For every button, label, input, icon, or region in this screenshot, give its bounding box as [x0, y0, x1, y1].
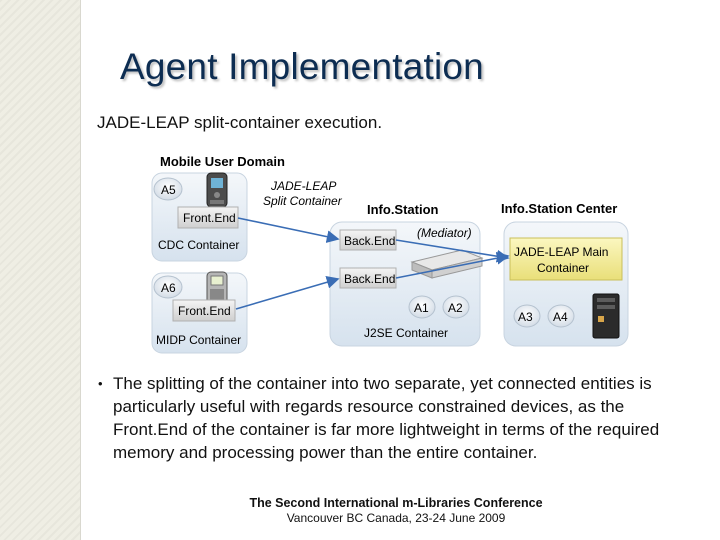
- slide-title: Agent Implementation: [120, 46, 484, 87]
- backend1-main-arrow: [395, 239, 510, 263]
- cdc-container: A5 Front.End CDC Container: [151, 172, 248, 262]
- info-station-label: Info.Station: [367, 202, 439, 217]
- j2se-container-label: J2SE Container: [364, 326, 448, 340]
- slide-subtitle: JADE-LEAP split-container execution.: [97, 113, 383, 132]
- backend-2-label: Back.End: [344, 272, 395, 286]
- decorative-sidebar: [0, 0, 80, 540]
- mobile-phone-icon: [206, 172, 228, 208]
- info-station-center-label: Info.Station Center: [501, 201, 617, 216]
- backend2-main-arrow: [395, 251, 510, 279]
- sidebar-divider: [80, 0, 81, 540]
- mediator-label: (Mediator): [417, 226, 472, 240]
- main-container-label-2: Container: [537, 261, 589, 275]
- mobile-phone-icon: [206, 271, 228, 305]
- frontend2-backend2-arrow: [235, 276, 340, 310]
- split-container-label-2: Split Container: [263, 194, 343, 208]
- split-container-label-1: JADE-LEAP: [270, 179, 336, 193]
- agent-a6-label: A6: [161, 281, 176, 295]
- agent-a1-label: A1: [414, 301, 429, 315]
- agent-a2-label: A2: [448, 301, 463, 315]
- frontend1-backend1-arrow: [237, 217, 340, 243]
- footer-conference-text: The Second International m-Libraries Con…: [249, 496, 543, 510]
- footer-conference: The Second International m-Libraries Con…: [0, 496, 720, 510]
- bullet-text: The splitting of the container into two …: [113, 374, 660, 462]
- midp-container-label: MIDP Container: [156, 333, 241, 347]
- main-container: JADE-LEAP Main Container A3 A4: [503, 221, 629, 347]
- server-tower-icon: [592, 293, 620, 339]
- agent-a4-label: A4: [553, 310, 568, 324]
- backend-1-label: Back.End: [344, 234, 395, 248]
- bullet-marker: •: [98, 376, 103, 391]
- frontend-2-label: Front.End: [178, 304, 231, 318]
- main-container-label-1: JADE-LEAP Main: [514, 245, 608, 259]
- footer-location: Vancouver BC Canada, 23-24 June 2009: [0, 511, 720, 525]
- mobile-user-domain-label: Mobile User Domain: [160, 154, 285, 169]
- bullet-point: • The splitting of the container into tw…: [98, 372, 698, 464]
- cdc-container-label: CDC Container: [158, 238, 239, 252]
- frontend-1-label: Front.End: [183, 211, 236, 225]
- agent-a3-label: A3: [518, 310, 533, 324]
- midp-container: A6 Front.End MIDP Container: [151, 271, 248, 354]
- footer-location-text: Vancouver BC Canada, 23-24 June 2009: [286, 511, 506, 525]
- agent-a5-label: A5: [161, 183, 176, 197]
- j2se-container: Back.End (Mediator) Back.End A1 A2 J2SE …: [329, 221, 484, 347]
